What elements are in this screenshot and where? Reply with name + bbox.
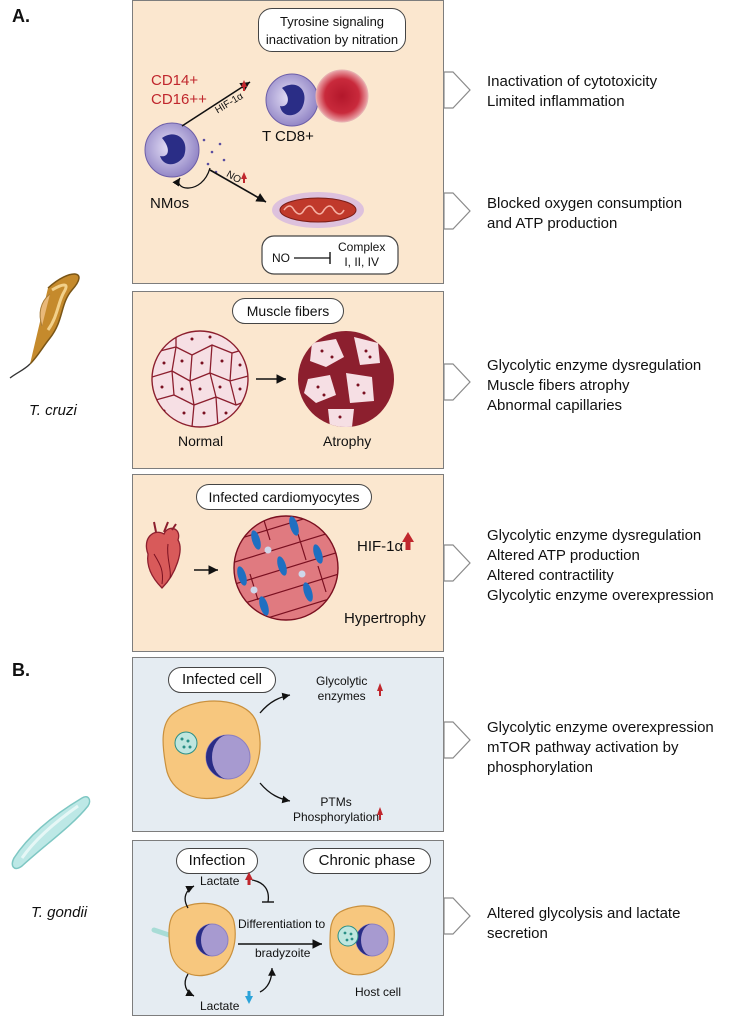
hif-arrow xyxy=(181,81,251,127)
outcome-6-line: secretion xyxy=(487,925,548,942)
chevron-3 xyxy=(443,363,471,401)
glyco-up-arrow xyxy=(377,683,383,691)
outcome-1: Inactivation of cytotoxicity Limited inf… xyxy=(487,72,657,112)
lactate-down-label: Lactate xyxy=(200,999,240,1013)
outcome-3-line: Glycolytic enzyme dysregulation xyxy=(487,357,702,374)
t-cruzi-label: T. cruzi xyxy=(29,402,77,419)
lactate-down-blue xyxy=(245,996,253,1004)
cd8-monocyte-nucleus xyxy=(280,84,305,116)
hif-label-panel3: HIF-1α xyxy=(357,538,404,555)
cd14-label: CD14+ xyxy=(151,72,199,89)
chevron-2 xyxy=(443,192,471,230)
ptm-line: Phosphorylation xyxy=(293,810,380,824)
bradyzoite-cyst xyxy=(337,925,359,947)
complex-label: Complex I, II, IV xyxy=(338,240,385,270)
ptm-up-arrow xyxy=(377,807,383,815)
outcome-5-line: phosphorylation xyxy=(487,759,593,776)
outcome-1-line: Inactivation of cytotoxicity xyxy=(487,73,658,90)
no-inhibit-label: NO xyxy=(272,251,290,265)
complex-line: I, II, IV xyxy=(344,255,380,269)
lactate-down-to-diff xyxy=(259,967,276,993)
bradyzoite-label: bradyzoite xyxy=(255,946,311,960)
outcome-5-line: Glycolytic enzyme overexpression xyxy=(487,719,714,736)
chevron-6 xyxy=(443,897,471,935)
outcome-4-line: Glycolytic enzyme dysregulation xyxy=(487,527,702,544)
hif-up-arrow xyxy=(241,80,247,87)
red-blood-cell xyxy=(315,69,369,123)
inhibit-curve xyxy=(251,879,270,903)
lactate-down-arrow xyxy=(184,973,195,997)
hypertrophy-label: Hypertrophy xyxy=(344,610,426,627)
chevron-4 xyxy=(443,544,471,582)
cd16-label: CD16++ xyxy=(151,91,207,108)
glycolytic-line: Glycolytic xyxy=(316,674,368,688)
hif-up-arrow-panel3 xyxy=(402,532,414,542)
normal-tissue xyxy=(151,330,249,428)
mitochondrion xyxy=(279,197,357,223)
t-cruzi-illustration xyxy=(9,273,80,379)
outcome-6-line: Altered glycolysis and lactate xyxy=(487,905,681,922)
lactate-up-label: Lactate xyxy=(200,874,240,888)
normal-label: Normal xyxy=(178,433,224,449)
nitration-box-line: inactivation by nitration xyxy=(265,32,399,47)
infected-cell-title: Infected cell xyxy=(168,667,276,693)
section-a-label: A. xyxy=(12,6,30,26)
outcome-3-line: Muscle fibers atrophy xyxy=(487,377,630,394)
outcome-2-line: Blocked oxygen consumption xyxy=(487,195,683,212)
panel5-graphics xyxy=(151,872,395,1004)
host-cell-label: Host cell xyxy=(355,985,402,999)
panel4-graphics xyxy=(162,683,383,820)
t-gondii-illustration xyxy=(11,795,91,870)
cardiomyocytes-title: Infected cardiomyocytes xyxy=(196,484,372,510)
outcome-5-line: mTOR pathway activation by xyxy=(487,739,679,756)
section-b-label: B. xyxy=(12,660,30,680)
t-gondii-label: T. gondii xyxy=(31,904,88,921)
chevron-5 xyxy=(443,721,471,759)
complex-line: Complex xyxy=(338,240,386,254)
tcd8-label: T CD8+ xyxy=(262,128,314,145)
no-arrow xyxy=(209,169,267,203)
panel1-graphics xyxy=(144,69,399,275)
panel3-graphics xyxy=(145,515,414,621)
outcome-6: Altered glycolysis and lactate secretion xyxy=(487,904,680,944)
no-up-arrow xyxy=(241,172,247,179)
outcome-4: Glycolytic enzyme dysregulation Altered … xyxy=(487,526,714,606)
ptm-line: PTMs xyxy=(320,795,352,809)
parasite-vacuole xyxy=(174,731,198,755)
chevron-1 xyxy=(443,71,471,109)
glycolytic-line: enzymes xyxy=(317,689,366,703)
infection-title: Infection xyxy=(176,848,258,874)
panel2-graphics xyxy=(151,330,394,428)
glycolytic-label: Glycolytic enzymes xyxy=(316,674,367,704)
outcome-3: Glycolytic enzyme dysregulation Muscle f… xyxy=(487,356,701,416)
heart-icon xyxy=(145,527,181,589)
outcome-4-line: Glycolytic enzyme overexpression xyxy=(487,587,714,604)
chronic-phase-title: Chronic phase xyxy=(303,848,431,874)
muscle-fibers-title: Muscle fibers xyxy=(232,298,344,324)
loop-arrow xyxy=(172,167,211,189)
outcome-1-line: Limited inflammation xyxy=(487,93,625,110)
lactate-up-arrow xyxy=(184,885,195,909)
outcome-5: Glycolytic enzyme overexpression mTOR pa… xyxy=(487,718,714,778)
outcome-2-line: and ATP production xyxy=(487,215,618,232)
differentiation-line: Differentiation to xyxy=(238,917,326,931)
outcome-4-line: Altered contractility xyxy=(487,567,614,584)
differentiation-label: Differentiation to xyxy=(238,917,325,932)
nitration-box-line: Tyrosine signaling xyxy=(279,14,385,29)
ptm-label: PTMs Phosphorylation xyxy=(293,795,379,825)
atrophy-label: Atrophy xyxy=(323,433,372,449)
arrow-to-ptms xyxy=(259,782,291,804)
arrow-to-glycolytic xyxy=(259,692,291,714)
outcome-2: Blocked oxygen consumption and ATP produ… xyxy=(487,194,682,234)
outcome-4-line: Altered ATP production xyxy=(487,547,640,564)
outcome-3-line: Abnormal capillaries xyxy=(487,397,623,414)
nmos-label: NMos xyxy=(150,195,190,212)
lactate-up-red xyxy=(245,872,253,880)
nitration-box: Tyrosine signaling inactivation by nitra… xyxy=(258,8,406,52)
nmos-nucleus xyxy=(160,134,186,165)
